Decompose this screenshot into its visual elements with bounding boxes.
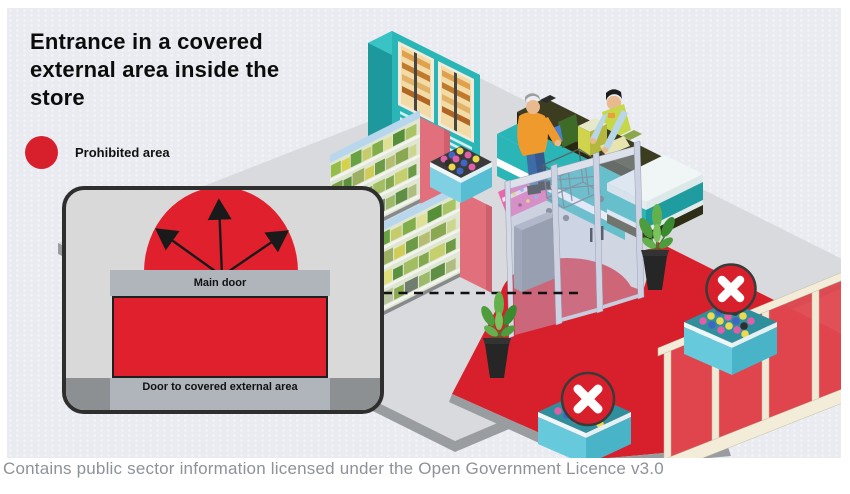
- prohibited-area-swatch-icon: [25, 136, 58, 169]
- cashier-arms: [590, 110, 628, 153]
- counter-item: [540, 95, 556, 103]
- potted-plant-left: [481, 292, 517, 378]
- kiosk: [514, 212, 556, 292]
- inset-prohibited-area: [112, 296, 328, 378]
- main-door-bar: Main door: [110, 270, 330, 296]
- ball-bin-top: [430, 146, 492, 203]
- legend-label: Prohibited area: [75, 145, 170, 160]
- legend: Prohibited area: [25, 136, 170, 169]
- door-plan-inset: Main door Door to covered external area: [62, 186, 384, 414]
- glass-entrance-doors: [504, 140, 645, 339]
- prohibited-x-marker-far: [705, 263, 757, 315]
- direction-arrows: [155, 198, 289, 277]
- potted-plant-right: [639, 204, 675, 290]
- counter-item: [622, 130, 642, 140]
- license-caption: Contains public sector information licen…: [3, 459, 664, 478]
- external-door-bar: Door to covered external area: [110, 378, 330, 410]
- page-title: Entrance in a covered external area insi…: [30, 29, 280, 110]
- door-handle: [590, 228, 593, 242]
- prohibited-x-marker-near: [560, 371, 616, 427]
- customer: [517, 93, 562, 195]
- product-bin-far: [684, 301, 777, 375]
- door-handle: [601, 226, 604, 240]
- main-door-label: Main door: [193, 277, 247, 289]
- inset-corner-right: [330, 378, 380, 410]
- inset-corner-left: [66, 378, 110, 410]
- external-door-label: Door to covered external area: [142, 381, 298, 393]
- shopping-bag: [558, 114, 580, 148]
